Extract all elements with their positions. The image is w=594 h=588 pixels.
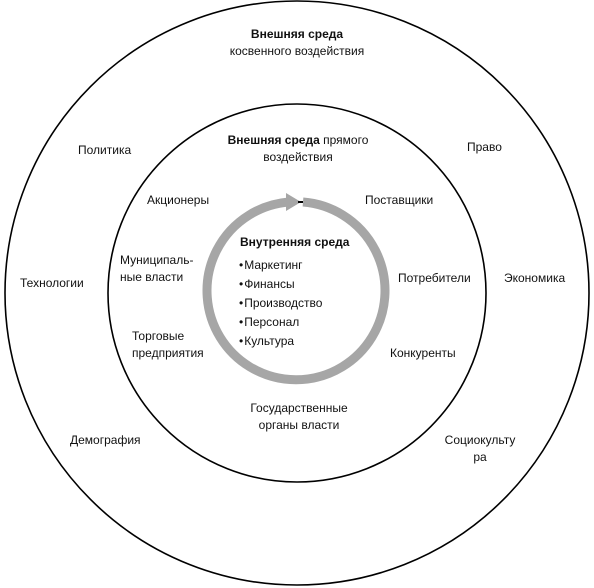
factor-competitors: Конкуренты (390, 346, 456, 360)
middle-environment-circle (107, 103, 487, 483)
factor-technology: Технологии (20, 276, 84, 290)
inner-item-marketing: Маркетинг (239, 256, 322, 275)
middle-title-rest-2: воздействия (263, 150, 333, 164)
government-line2: органы власти (258, 418, 340, 432)
factor-politics: Политика (78, 143, 132, 157)
outer-title-bold: Внешняя среда (250, 27, 344, 41)
factor-consumers: Потребители (398, 271, 471, 285)
inner-item-production: Производство (239, 294, 322, 313)
factor-sociocultural: Социокульту ра (445, 432, 516, 466)
inner-item-culture: Культура (239, 332, 322, 351)
factor-demography: Демография (70, 433, 141, 447)
inner-environment-title: Внутренняя среда (240, 235, 350, 249)
municipal-line1: Муниципаль- (120, 253, 194, 267)
sociocultural-line1: Социокульту (444, 433, 516, 447)
factor-suppliers: Поставщики (365, 193, 434, 207)
sociocultural-line2: ра (473, 450, 487, 464)
middle-title-rest-1: прямого (323, 133, 369, 147)
inner-cycle-arrow (202, 197, 390, 385)
factor-municipal: Муниципаль- ные власти (120, 252, 193, 286)
outer-environment-circle (4, 0, 590, 586)
government-line1: Государственные (250, 401, 348, 415)
outer-environment-title: Внешняя среда косвенного воздействия (230, 26, 365, 60)
factor-trade: Торговые предприятия (132, 328, 204, 362)
trade-line2: предприятия (132, 346, 204, 360)
factor-shareholders: Акционеры (147, 193, 210, 207)
municipal-line2: ные власти (120, 270, 184, 284)
inner-item-finance: Финансы (239, 275, 322, 294)
inner-item-personnel: Персонал (239, 313, 322, 332)
outer-title-rest: косвенного воздействия (229, 44, 365, 58)
middle-environment-title: Внешняя среда прямого воздействия (228, 132, 369, 166)
inner-factor-list: Маркетинг Финансы Производство Персонал … (239, 256, 322, 351)
factor-government: Государственные органы власти (250, 400, 347, 434)
cycle-arrowhead (286, 193, 301, 211)
factor-economy: Экономика (504, 271, 566, 285)
factor-law: Право (467, 140, 502, 154)
middle-title-bold: Внешняя среда (227, 133, 320, 147)
trade-line1: Торговые (132, 329, 185, 343)
